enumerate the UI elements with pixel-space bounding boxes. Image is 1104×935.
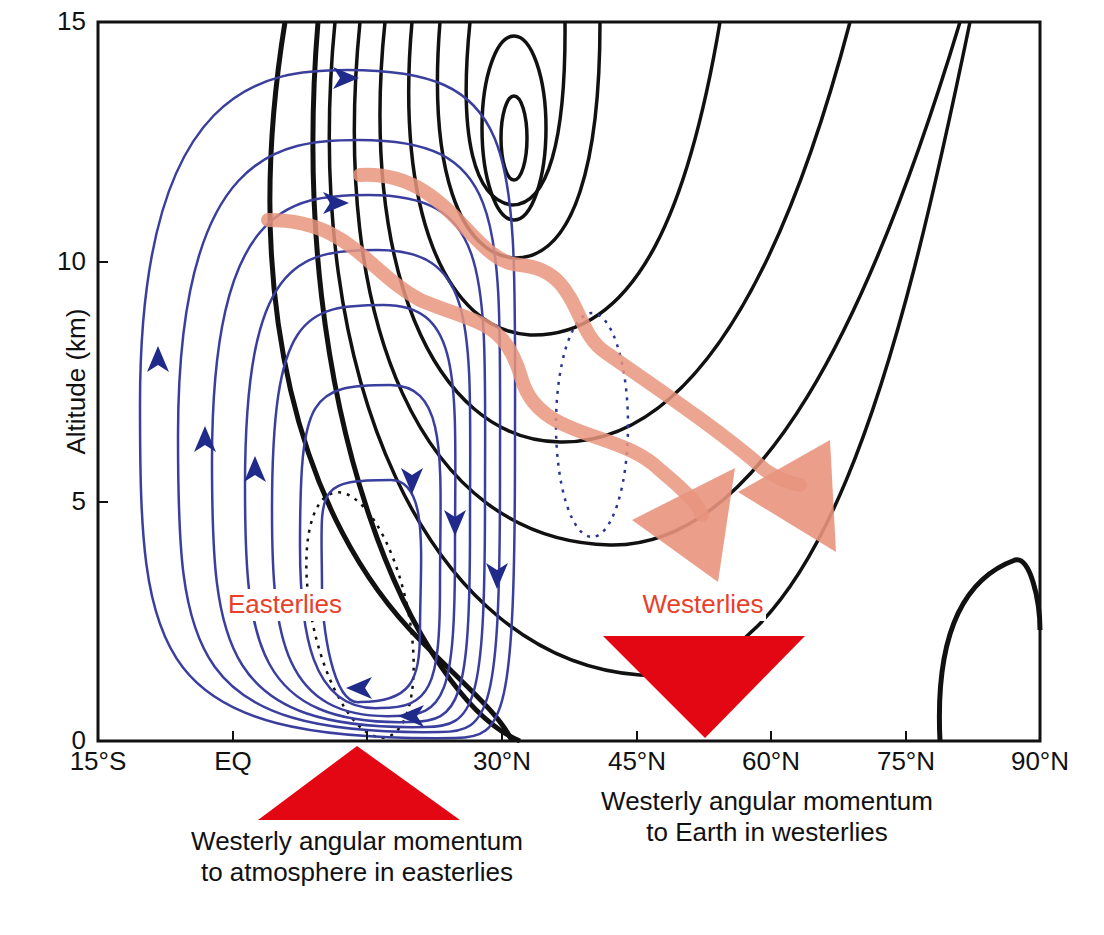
streamline-arrowheads xyxy=(147,67,508,727)
streamline xyxy=(300,385,441,708)
axis-ticks xyxy=(98,262,906,741)
streamline-arrowhead xyxy=(401,468,423,494)
eddy-momentum-flux-arrows xyxy=(268,175,800,515)
wind-regime-label: Westerlies xyxy=(640,589,767,620)
source-triangle xyxy=(258,746,460,820)
axis-tick-label: 15 xyxy=(57,6,86,37)
plot-frame xyxy=(98,22,1040,741)
streamline xyxy=(272,305,455,716)
axis-tick-label: 10 xyxy=(57,246,86,277)
axis-tick-label: 15°S xyxy=(70,746,127,777)
streamline-arrowhead xyxy=(486,563,508,589)
streamline-arrowhead xyxy=(398,705,424,727)
hadley-cell-streamlines xyxy=(140,70,515,738)
streamline xyxy=(140,70,515,738)
axis-tick-label: 90°N xyxy=(1011,746,1069,777)
streamline xyxy=(178,140,500,732)
flux-arrowheads xyxy=(632,440,836,582)
axis-tick-label: 60°N xyxy=(742,746,800,777)
axis-tick-label: EQ xyxy=(214,746,252,777)
streamline-arrowhead xyxy=(333,67,359,89)
zonal-wind-contours xyxy=(270,22,1040,741)
annotation-text: Westerly angular momentum to atmosphere … xyxy=(179,826,535,888)
streamline-arrowhead xyxy=(194,426,216,452)
wind-regime-label: Easterlies xyxy=(225,589,345,620)
axis-tick-label: 75°N xyxy=(877,746,935,777)
streamline xyxy=(245,250,470,722)
streamline-arrowhead xyxy=(444,510,466,536)
axis-tick-label: 45°N xyxy=(608,746,666,777)
streamline-arrowhead xyxy=(244,456,266,482)
axis-title: Altitude (km) xyxy=(61,309,92,455)
streamline-arrowhead xyxy=(346,677,372,699)
axis-tick-label: 5 xyxy=(72,486,86,517)
streamline-arrowhead xyxy=(147,346,169,372)
streamline xyxy=(212,195,485,727)
sink-triangle xyxy=(603,636,805,738)
annotation-text: Westerly angular momentum to Earth in we… xyxy=(589,786,945,848)
axis-tick-label: 30°N xyxy=(473,746,531,777)
streamline-arrowhead xyxy=(323,192,349,214)
